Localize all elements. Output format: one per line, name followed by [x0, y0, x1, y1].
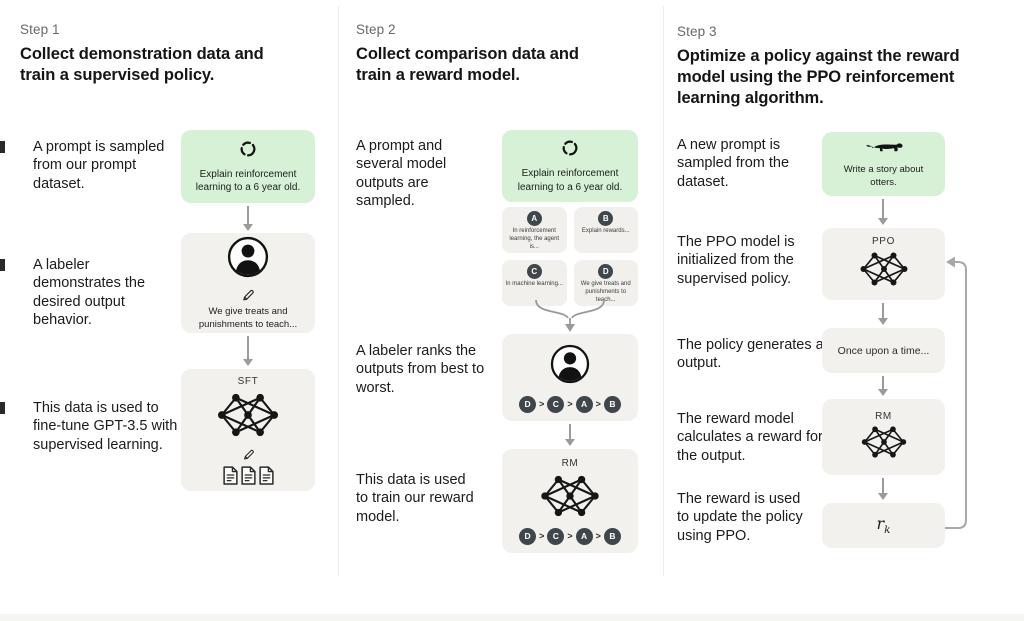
step-3-title: Optimize a policy against the reward mod…	[677, 47, 960, 108]
arrow-down-icon	[876, 376, 890, 396]
output-card-b: B Explain rewards...	[573, 207, 638, 253]
column-divider	[338, 6, 339, 576]
person-icon	[549, 343, 591, 390]
cycle-icon	[238, 139, 258, 164]
step-2-labeler-box: D > C > A > B	[502, 334, 638, 421]
step-1-labeler-box: We give treats and punishments to teach.…	[181, 233, 315, 333]
step-2-prompt-box: Explain reinforcement learning to a 6 ye…	[502, 130, 638, 202]
left-edge-mark	[0, 259, 5, 271]
arrow-down-icon	[241, 336, 255, 366]
step-1-label: Step 1	[20, 22, 60, 37]
step-2-annotation-ranks: A labeler ranks the outputs from best to…	[356, 343, 485, 396]
prompt-text: Write a story about otters.	[843, 163, 924, 188]
rank-badge: A	[575, 527, 593, 545]
arrow-down-icon	[876, 199, 890, 225]
arrow-down-icon	[876, 478, 890, 500]
otter-icon	[865, 139, 903, 162]
pencil-icon	[242, 448, 255, 461]
left-edge-mark	[0, 402, 5, 414]
sft-label: SFT	[237, 375, 259, 387]
step-3-label: Step 3	[677, 24, 717, 39]
person-icon	[226, 235, 270, 284]
step-1-annotation-labeler: A labeler demonstrates the desired outpu…	[33, 257, 146, 329]
step-3-annotation-reward: The reward model calculates a reward for…	[677, 411, 823, 464]
letter-badge: C	[526, 264, 542, 279]
prompt-text: Explain reinforcement learning to a 6 ye…	[517, 168, 623, 193]
letter-badge: B	[598, 211, 614, 226]
arrow-down-icon	[563, 424, 577, 446]
step-1-title: Collect demonstration data and train a s…	[20, 45, 264, 85]
step-3-annotation-prompt: A new prompt is sampled from the dataset…	[677, 137, 790, 190]
output-card-d: D We give treats and punishments to teac…	[573, 260, 638, 306]
rm-label: RM	[875, 410, 892, 422]
ranking-row: D > C > A > B	[519, 527, 621, 545]
documents-icon	[223, 466, 274, 485]
reward-value: rk	[876, 514, 891, 537]
bottom-strip	[0, 614, 1024, 621]
network-icon	[858, 251, 910, 292]
prompt-text: Explain reinforcement learning to a 6 ye…	[195, 168, 301, 193]
card-text: Explain rewards...	[581, 228, 630, 234]
step-2-annotation-train: This data is used to train our reward mo…	[356, 472, 474, 525]
step-3-ppo-model-box: PPO	[822, 228, 945, 300]
cycle-icon	[560, 138, 580, 163]
rank-separator: >	[595, 399, 601, 409]
step-1-sft-model-box: SFT	[181, 369, 315, 491]
arrow-down-icon	[241, 206, 255, 231]
rank-badge: D	[519, 395, 537, 413]
arrow-down-icon	[876, 303, 890, 325]
merge-connector-arrow	[535, 299, 605, 332]
step-1-prompt-box: Explain reinforcement learning to a 6 ye…	[181, 130, 315, 203]
step-3-prompt-box: Write a story about otters.	[822, 132, 945, 196]
network-icon	[859, 425, 909, 464]
left-edge-mark	[0, 141, 5, 153]
rank-separator: >	[539, 399, 545, 409]
step-2-annotation-sampled: A prompt and several model outputs are s…	[356, 138, 447, 210]
output-card-a: A In reinforcement learning, the agent i…	[502, 207, 567, 253]
step-2-label: Step 2	[356, 22, 396, 37]
ppo-label: PPO	[872, 236, 895, 247]
rank-badge: D	[519, 527, 537, 545]
demonstration-text: We give treats and punishments to teach.…	[198, 305, 298, 330]
rank-badge: B	[603, 395, 621, 413]
rank-separator: >	[595, 531, 601, 541]
rank-badge: C	[547, 395, 565, 413]
step-3-reward-value-box: rk	[822, 503, 945, 548]
card-text: We give treats and punishments to teach.…	[580, 281, 631, 303]
rank-separator: >	[567, 531, 573, 541]
ranking-row: D > C > A > B	[519, 395, 621, 413]
pencil-icon	[241, 288, 255, 302]
card-text: In machine learning...	[505, 281, 563, 287]
letter-badge: D	[598, 264, 614, 279]
step-3-annotation-init: The PPO model is initialized from the su…	[677, 234, 795, 287]
step-1-annotation-prompt: A prompt is sampled from our prompt data…	[33, 139, 165, 192]
step-3-annotation-output: The policy generates an output.	[677, 337, 832, 372]
rank-badge: A	[575, 395, 593, 413]
step-2-title: Collect comparison data and train a rewa…	[356, 45, 579, 85]
output-card-c: C In machine learning...	[502, 260, 567, 306]
rank-badge: C	[547, 527, 565, 545]
rank-separator: >	[567, 399, 573, 409]
step-1-annotation-finetune: This data is used to fine-tune GPT-3.5 w…	[33, 400, 178, 453]
network-icon	[539, 474, 601, 523]
rank-separator: >	[539, 531, 545, 541]
network-icon	[216, 392, 280, 443]
rm-label: RM	[561, 457, 579, 469]
step-3-rm-model-box: RM	[822, 399, 945, 475]
rank-badge: B	[603, 527, 621, 545]
loop-arrow-icon	[945, 256, 967, 529]
column-divider	[663, 6, 664, 576]
step-2-rm-model-box: RM D > C > A > B	[502, 449, 638, 553]
card-text: In reinforcement learning, the agent is.…	[509, 228, 560, 250]
step-3-output-box: Once upon a time...	[822, 328, 945, 373]
output-cards: A In reinforcement learning, the agent i…	[502, 207, 638, 306]
letter-badge: A	[526, 211, 542, 226]
step-3-annotation-update: The reward is used to update the policy …	[677, 491, 803, 544]
output-text: Once upon a time...	[837, 344, 930, 357]
